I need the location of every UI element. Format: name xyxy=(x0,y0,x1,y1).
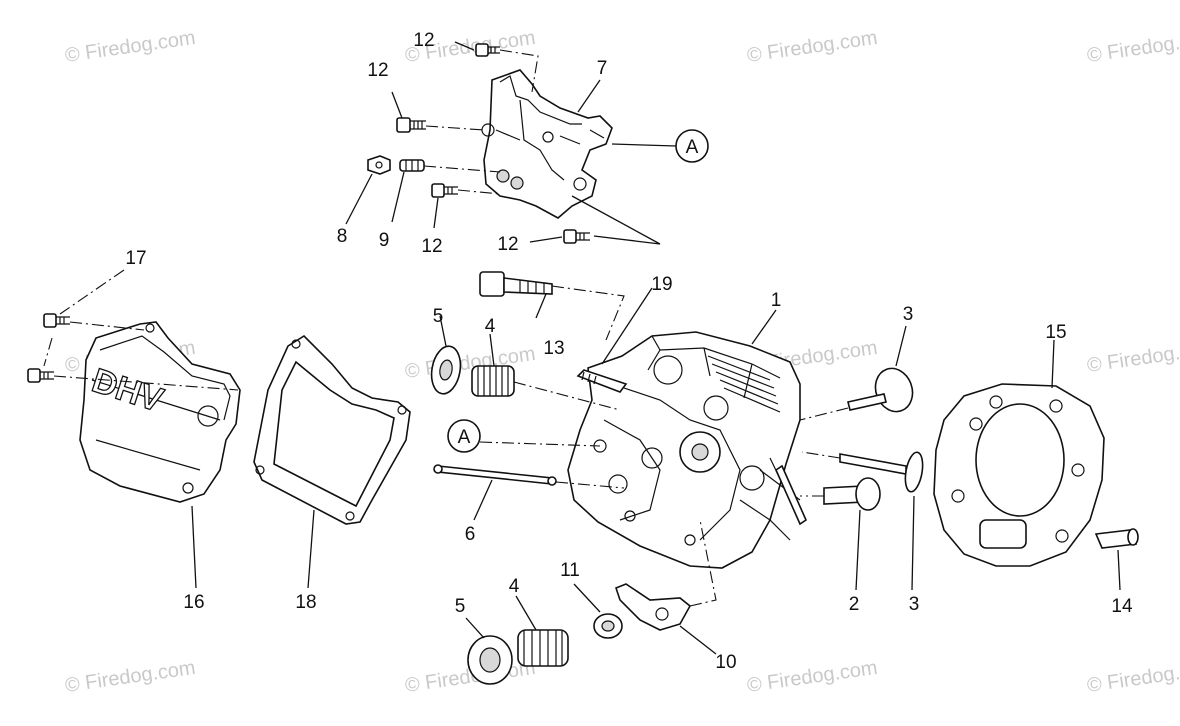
watermark: © Firedog.com xyxy=(1086,657,1180,697)
cylinder-head xyxy=(567,331,808,569)
callout-18: 18 xyxy=(295,592,316,613)
spring-retainer-lower xyxy=(467,635,513,685)
callout-15: 15 xyxy=(1045,322,1066,343)
callout-4: 4 xyxy=(485,316,496,337)
callout-5: 5 xyxy=(433,306,444,327)
callout-2: 2 xyxy=(849,594,860,615)
valve-spring-lower xyxy=(517,629,569,667)
valve-stem-seal xyxy=(593,613,623,639)
head-gasket xyxy=(933,383,1105,567)
valve-cover: DHV xyxy=(79,321,241,503)
callout-12: 12 xyxy=(413,30,434,51)
head-bolt xyxy=(479,271,553,297)
valve-upper xyxy=(847,367,914,413)
reference-label: A xyxy=(458,427,471,448)
callout-labels: 12 12 7 8 9 12 12 17 19 1 3 15 5 4 13 6 … xyxy=(125,30,1133,673)
callout-12: 12 xyxy=(497,234,518,255)
valve-guide xyxy=(823,477,881,511)
bracket-bolts xyxy=(367,43,590,244)
spring-retainer xyxy=(430,345,462,395)
callout-19: 19 xyxy=(651,274,672,295)
callout-4: 4 xyxy=(509,576,520,597)
callout-14: 14 xyxy=(1111,596,1133,617)
callout-12: 12 xyxy=(421,236,442,257)
watermark: © Firedog.com xyxy=(404,343,537,383)
push-rod xyxy=(433,464,557,486)
leader-lines xyxy=(43,41,1121,655)
reference-marker-a-upper: A xyxy=(675,129,709,163)
valve-cover-gasket xyxy=(253,334,411,525)
watermark: © Firedog.com xyxy=(1086,337,1180,377)
callout-5: 5 xyxy=(455,596,466,617)
callout-8: 8 xyxy=(337,226,348,247)
callout-9: 9 xyxy=(379,230,390,251)
callout-11: 11 xyxy=(560,560,580,581)
watermark: © Firedog.com xyxy=(746,657,879,697)
stud xyxy=(576,369,628,393)
rocker-arm-bracket xyxy=(481,69,613,219)
watermark: © Firedog.com xyxy=(746,27,879,67)
rocker-arm xyxy=(615,583,692,631)
callout-7: 7 xyxy=(597,58,608,79)
dowel-pin xyxy=(1094,528,1139,549)
callout-6: 6 xyxy=(465,524,476,545)
callout-3: 3 xyxy=(909,594,920,615)
callout-13: 13 xyxy=(543,338,564,359)
callout-10: 10 xyxy=(715,652,736,673)
reference-marker-a-lower: A xyxy=(447,419,481,453)
watermark: © Firedog.com xyxy=(1086,27,1180,67)
callout-17: 17 xyxy=(125,248,146,269)
valve-lower xyxy=(839,451,924,493)
valve-spring xyxy=(471,365,515,397)
reference-label: A xyxy=(686,137,699,158)
valve-cover-bolts xyxy=(27,313,70,383)
callout-1: 1 xyxy=(771,290,782,311)
watermark: © Firedog.com xyxy=(64,657,197,697)
callout-16: 16 xyxy=(183,592,204,613)
callout-3: 3 xyxy=(903,304,914,325)
watermark: © Firedog.com xyxy=(64,27,197,67)
callout-12: 12 xyxy=(367,60,388,81)
